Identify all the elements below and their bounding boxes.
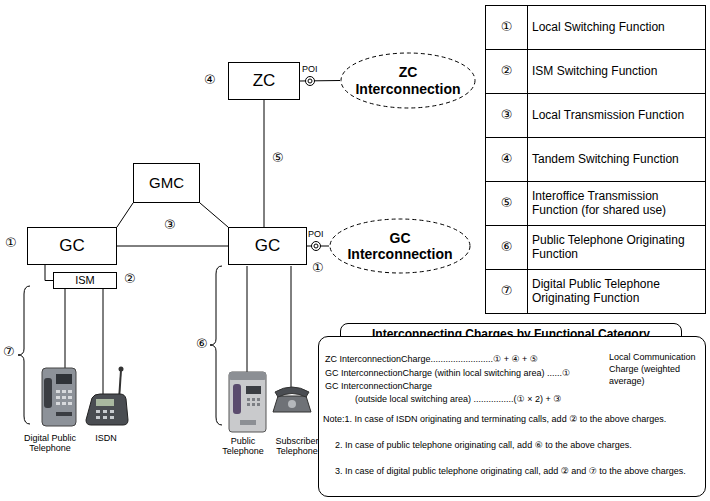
poi-label: POI: [302, 64, 318, 74]
table-cell: ③: [486, 94, 527, 137]
digital-public-telephone-icon: [42, 368, 76, 426]
callout-number: ⑥: [196, 337, 208, 352]
node-label: GC: [59, 236, 85, 256]
charge-note: Local Communication Charge (weighted ave…: [609, 351, 703, 387]
callout-number: ①: [5, 236, 17, 251]
device-caption: ISDN: [86, 433, 126, 443]
node-label: ISM: [75, 274, 95, 287]
connector: [117, 203, 133, 227]
table-cell: Local Transmission Function: [532, 94, 702, 137]
node-label: ZC: [253, 71, 276, 91]
callout-number: ③: [164, 218, 176, 233]
switch-box: GC: [228, 227, 307, 265]
charge-formula: ZC InterconnectionCharge................…: [325, 353, 538, 365]
table-cell: ISM Switching Function: [532, 50, 702, 93]
ism-box: ISM: [53, 272, 117, 289]
charge-formula: GC InterconnectionCharge (within local s…: [325, 367, 570, 379]
callout-number: ②: [124, 272, 136, 287]
poi-symbol: [306, 77, 321, 251]
charges-box: ZC InterconnectionCharge................…: [318, 336, 706, 497]
table-cell: Tandem Switching Function: [532, 138, 702, 181]
callout-number: ①: [312, 261, 324, 276]
connector: [264, 100, 265, 227]
footnote: Note:1. In case of ISDN originating and …: [323, 413, 703, 425]
function-table-grid: [486, 6, 706, 314]
connector: [117, 246, 228, 247]
device-caption: Public Telephone: [216, 436, 270, 457]
footnote: 3. In case of digital public telephone o…: [335, 465, 703, 477]
device-caption: Subscriber Telephone: [266, 436, 328, 457]
callout-number: ⑦: [3, 345, 15, 360]
charge-formula: GC InterconnectionCharge: [325, 380, 432, 392]
node-label: GMC: [149, 174, 184, 191]
switch-box: GMC: [133, 163, 200, 203]
table-cell: Public Telephone Originating Function: [532, 226, 702, 269]
public-telephone-icon: [229, 372, 266, 432]
isdn-telephone-icon: [86, 367, 128, 426]
connector: [45, 265, 53, 281]
switch-box: GC: [27, 227, 117, 265]
footnote: 2. In case of public telephone originati…: [335, 439, 703, 451]
interconnection-ellipse: ZC Interconnection: [340, 52, 476, 109]
callout-number: ④: [204, 73, 216, 88]
callout-number: ⑤: [272, 151, 284, 166]
device-caption: Digital Public Telephone: [12, 433, 88, 454]
node-label: GC: [255, 236, 281, 256]
table-cell: ⑦: [486, 270, 527, 313]
switch-box: ZC: [228, 62, 300, 100]
subscriber-telephone-icon: [273, 387, 311, 412]
table-cell: ⑥: [486, 226, 527, 269]
table-cell: Local Switching Function: [532, 6, 702, 49]
node-label: GC Interconnection: [341, 230, 459, 262]
table-cell: ②: [486, 50, 527, 93]
table-cell: ①: [486, 6, 527, 49]
node-label: ZC Interconnection: [352, 64, 464, 96]
table-cell: ⑤: [486, 182, 527, 225]
poi-label: POI: [308, 229, 324, 239]
charge-formula: (outside local switching area) .........…: [355, 393, 561, 405]
interconnection-ellipse: GC Interconnection: [329, 218, 471, 274]
table-cell: ④: [486, 138, 527, 181]
table-cell: Interoffice Transmission Function (for s…: [532, 182, 702, 225]
connector: [200, 203, 228, 227]
table-cell: Digital Public Telephone Originating Fun…: [532, 270, 702, 313]
